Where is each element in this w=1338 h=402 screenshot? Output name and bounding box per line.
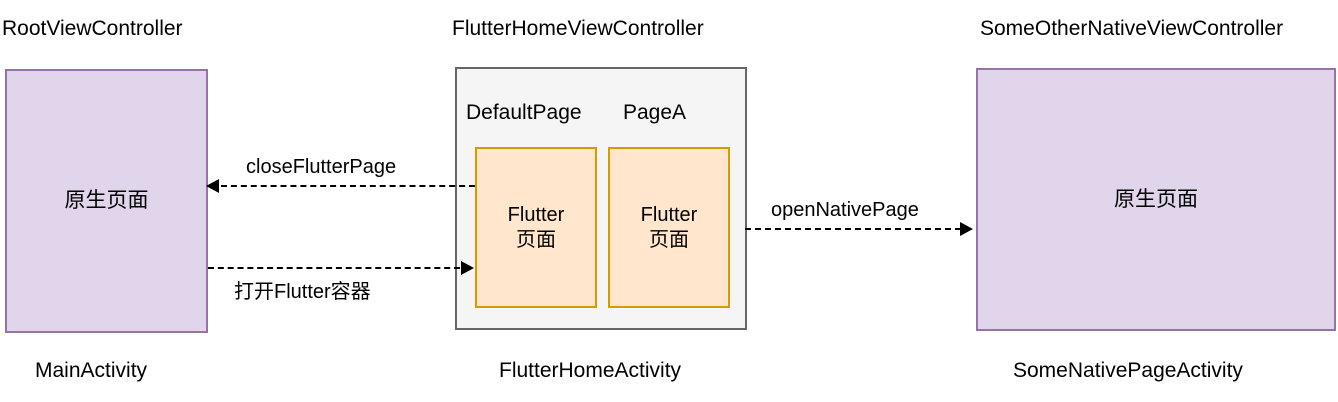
flutter-home-activity-caption: FlutterHomeActivity: [499, 359, 682, 382]
open-native-page-line: [745, 228, 961, 230]
flutter-page-a-line1: Flutter: [640, 203, 698, 226]
other-native-page-text: 原生页面: [1114, 187, 1198, 211]
open-flutter-container-label: 打开Flutter容器: [231, 280, 374, 305]
open-native-page-label: openNativePage: [768, 198, 922, 223]
root-native-page-text: 原生页面: [64, 189, 149, 212]
root-native-page-box[interactable]: 原生页面: [5, 69, 208, 333]
flutter-page-default-text: Flutter 页面: [508, 203, 565, 253]
flutter-page-default-line2: 页面: [516, 228, 556, 251]
some-native-page-activity-caption: SomeNativePageActivity: [1013, 359, 1243, 382]
other-native-page-box[interactable]: 原生页面: [976, 68, 1336, 331]
close-flutter-page-line: [221, 185, 475, 187]
some-other-native-view-controller-caption: SomeOtherNativeViewController: [980, 17, 1284, 40]
flutter-home-view-controller-caption: FlutterHomeViewController: [452, 17, 704, 40]
open-native-page-arrowhead: [960, 222, 973, 236]
flutter-page-default-line1: Flutter: [507, 203, 565, 226]
flutter-page-a-text: Flutter 页面: [641, 203, 698, 253]
default-page-label: DefaultPage: [466, 101, 582, 124]
close-flutter-page-label: closeFlutterPage: [243, 155, 400, 180]
open-flutter-container-line: [208, 267, 460, 269]
flutter-page-box-default[interactable]: Flutter 页面: [475, 147, 597, 308]
main-activity-caption: MainActivity: [35, 359, 148, 382]
flutter-page-a-line2: 页面: [649, 228, 689, 251]
root-view-controller-caption: RootViewController: [2, 17, 183, 40]
flutter-page-box-page-a[interactable]: Flutter 页面: [608, 147, 730, 308]
open-flutter-container-arrowhead: [461, 261, 474, 275]
page-a-label: PageA: [623, 101, 687, 124]
close-flutter-page-arrowhead: [206, 179, 219, 193]
